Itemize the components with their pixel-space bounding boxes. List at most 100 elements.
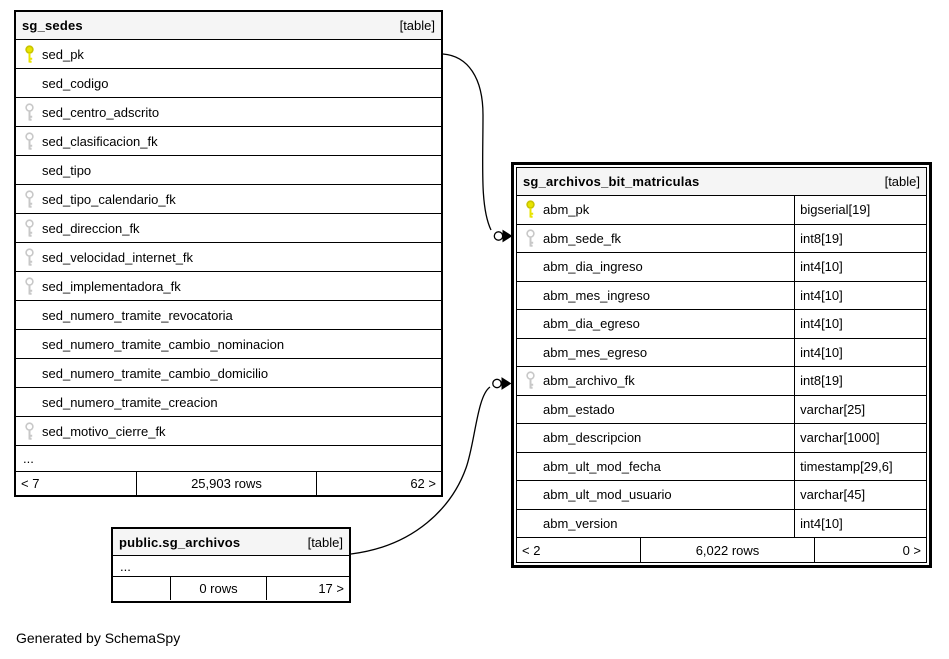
key-icon: [24, 247, 35, 267]
key-icon: [24, 218, 35, 238]
column-type: int4[10]: [800, 316, 843, 332]
column-name: sed_numero_tramite_revocatoria: [42, 307, 233, 323]
column-name: abm_dia_egreso: [543, 316, 640, 332]
table-header: sg_sedes [table]: [16, 12, 441, 40]
column-row: abm_archivo_fk int8[19]: [517, 367, 926, 396]
column-type: int8[19]: [800, 230, 843, 246]
column-name: sed_numero_tramite_cambio_nominacion: [42, 336, 285, 352]
incoming-count: [113, 577, 170, 600]
table-header: public.sg_archivos [table]: [113, 529, 349, 556]
column-name: sed_velocidad_internet_fk: [42, 249, 194, 265]
table-title: sg_sedes: [22, 18, 83, 33]
column-name: abm_ult_mod_usuario: [543, 487, 672, 503]
column-type: int4[10]: [800, 344, 843, 360]
column-name-cell: abm_pk: [517, 196, 796, 224]
column-type: bigserial[19]: [800, 202, 871, 218]
column-name: abm_ult_mod_fecha: [543, 458, 661, 474]
column-name: abm_mes_ingreso: [543, 287, 650, 303]
column-name: sed_clasificacion_fk: [42, 133, 158, 149]
more-columns-ellipsis: ...: [113, 556, 349, 577]
column-row: sed_numero_tramite_creacion: [16, 388, 441, 417]
column-name: sed_codigo: [42, 75, 109, 91]
fk-connector-sed-pk-to-abm-sede-fk: [442, 53, 513, 243]
column-row: sed_clasificacion_fk: [16, 127, 441, 156]
key-icon: [525, 371, 536, 390]
column-name-cell: abm_ult_mod_fecha: [517, 452, 796, 480]
table-badge: [table]: [399, 18, 435, 33]
column-row: abm_estado varchar[25]: [517, 395, 926, 424]
column-row: sed_numero_tramite_cambio_domicilio: [16, 359, 441, 388]
column-row: sed_numero_tramite_revocatoria: [16, 301, 441, 330]
column-type: varchar[25]: [800, 401, 866, 417]
table-header: sg_archivos_bit_matriculas [table]: [517, 168, 926, 196]
column-name-cell: abm_descripcion: [517, 424, 796, 452]
column-type: varchar[45]: [800, 487, 866, 503]
column-name: abm_version: [543, 515, 618, 531]
key-icon: [24, 102, 35, 122]
column-row: abm_dia_egreso int4[10]: [517, 310, 926, 339]
column-row: sed_tipo: [16, 156, 441, 185]
column-row: abm_dia_ingreso int4[10]: [517, 253, 926, 282]
column-row: sed_implementadora_fk: [16, 272, 441, 301]
column-name-cell: abm_sede_fk: [517, 224, 796, 252]
column-row: sed_codigo: [16, 69, 441, 98]
column-name-cell: abm_dia_egreso: [517, 310, 796, 338]
more-columns-ellipsis: ...: [16, 446, 441, 472]
key-icon: [525, 229, 536, 248]
key-icon: [24, 131, 35, 151]
table-footer: < 7 25,903 rows 62 >: [16, 472, 441, 495]
column-name: abm_estado: [543, 401, 615, 417]
column-name: abm_archivo_fk: [543, 373, 635, 389]
column-name: sed_pk: [42, 46, 84, 62]
column-name: abm_pk: [543, 202, 590, 218]
outgoing-count: 17 >: [318, 581, 344, 596]
column-name: abm_sede_fk: [543, 230, 622, 246]
column-type: int4[10]: [800, 259, 843, 275]
column-row: abm_ult_mod_fecha timestamp[29,6]: [517, 452, 926, 481]
key-icon: [24, 44, 35, 64]
table-inner: sg_archivos_bit_matriculas [table]: [516, 167, 927, 563]
column-type: int8[19]: [800, 373, 843, 389]
column-name: sed_direccion_fk: [42, 220, 140, 236]
column-row: sed_centro_adscrito: [16, 98, 441, 127]
column-name: sed_implementadora_fk: [42, 278, 181, 294]
column-name-cell: abm_archivo_fk: [517, 367, 796, 395]
column-list: sed_pk sed_codigo: [16, 40, 441, 446]
table-node-public-sg-archivos[interactable]: public.sg_archivos [table] ... 0 rows 17…: [111, 527, 351, 603]
table-node-sg-sedes[interactable]: sg_sedes [table] sed_pk: [14, 10, 443, 497]
column-name-cell: abm_version: [517, 509, 796, 537]
column-name: sed_numero_tramite_cambio_domicilio: [42, 365, 269, 381]
column-name: sed_centro_adscrito: [42, 104, 160, 120]
column-name-cell: abm_estado: [517, 395, 796, 423]
outgoing-count: 62 >: [410, 476, 436, 491]
outgoing-count: 0 >: [902, 542, 921, 558]
column-row: sed_tipo_calendario_fk: [16, 185, 441, 214]
table-badge: [table]: [307, 534, 343, 550]
row-count: 6,022 rows: [640, 538, 815, 562]
generator-credit: Generated by SchemaSpy: [16, 630, 181, 646]
key-icon: [525, 200, 536, 219]
column-name-cell: abm_mes_ingreso: [517, 281, 796, 309]
column-row: sed_motivo_cierre_fk: [16, 417, 441, 446]
column-type: int4[10]: [800, 515, 843, 531]
column-row: abm_mes_ingreso int4[10]: [517, 281, 926, 310]
column-row: sed_pk: [16, 40, 441, 69]
column-row: abm_pk bigserial[19]: [517, 196, 926, 225]
column-name-cell: abm_dia_ingreso: [517, 253, 796, 281]
column-type: int4[10]: [800, 287, 843, 303]
column-name: sed_tipo: [42, 162, 92, 178]
column-row: abm_mes_egreso int4[10]: [517, 338, 926, 367]
key-icon: [24, 189, 35, 209]
column-list: abm_pk bigserial[19]: [517, 196, 926, 538]
column-type: timestamp[29,6]: [800, 458, 893, 474]
column-name: abm_dia_ingreso: [543, 259, 643, 275]
key-icon: [24, 276, 35, 296]
column-name: sed_tipo_calendario_fk: [42, 191, 176, 207]
key-icon: [24, 421, 35, 441]
table-node-sg-archivos-bit-matriculas[interactable]: sg_archivos_bit_matriculas [table]: [511, 162, 932, 568]
column-row: abm_ult_mod_usuario varchar[45]: [517, 481, 926, 510]
column-row: abm_version int4[10]: [517, 509, 926, 538]
row-count: 25,903 rows: [136, 472, 317, 495]
table-footer: 0 rows 17 >: [113, 577, 349, 600]
